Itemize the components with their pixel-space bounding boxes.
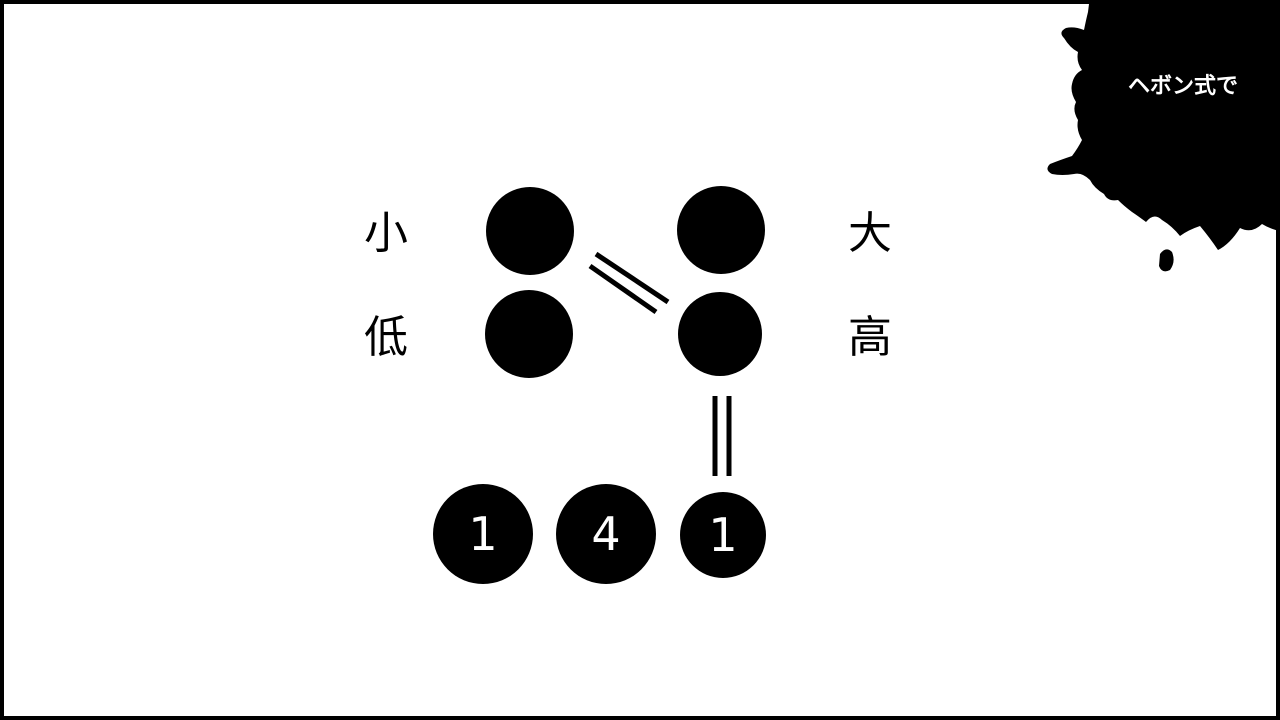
answer-digit-2[interactable]: 4 — [556, 484, 656, 584]
label-high: 高 — [848, 312, 892, 363]
label-small: 小 — [364, 208, 408, 259]
dot-top-left[interactable] — [486, 187, 574, 275]
label-low: 低 — [364, 312, 408, 363]
ink-splat — [1047, 4, 1276, 272]
label-big: 大 — [848, 208, 892, 259]
answer-digit-3[interactable]: 1 — [680, 492, 766, 578]
dot-bottom-right[interactable] — [678, 292, 762, 376]
hint-button[interactable]: ヘボン式で — [1127, 74, 1238, 99]
dot-top-right[interactable] — [677, 186, 765, 274]
dot-bottom-left[interactable] — [485, 290, 573, 378]
answer-digit-1[interactable]: 1 — [433, 484, 533, 584]
